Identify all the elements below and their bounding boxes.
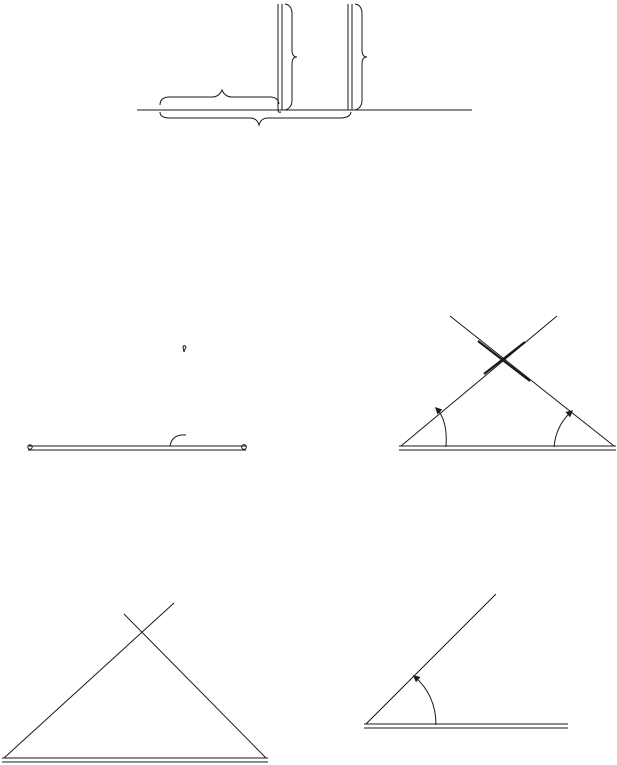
- brace-icon: [159, 111, 352, 127]
- vertical-segment-short: [277, 4, 283, 113]
- crossing-mark: [483, 341, 526, 375]
- base-line: [399, 445, 616, 451]
- angle-ray: [365, 593, 497, 725]
- left-ray: [400, 315, 558, 447]
- vertical-segment-long: [347, 4, 353, 110]
- base-line: [2, 757, 268, 763]
- angle-arc-icon: [553, 410, 574, 448]
- panel-single-angle: [364, 593, 568, 729]
- right-ray: [449, 315, 615, 447]
- ruler-end-right: [241, 444, 247, 450]
- crossing-mark: [477, 340, 531, 382]
- ruler-end-left: [27, 444, 33, 450]
- brace-icon: [284, 3, 298, 111]
- small-arc: [169, 434, 187, 447]
- brace-icon: [354, 3, 368, 111]
- angle-arc-icon: [435, 407, 447, 448]
- panel-triangle: [2, 602, 268, 763]
- brace-icon: [159, 88, 280, 106]
- angle-arc-icon: [412, 675, 437, 726]
- ruler-icon: [28, 445, 246, 451]
- base-line: [364, 723, 568, 729]
- panel-braced-segments: [137, 3, 472, 127]
- right-side: [123, 613, 267, 759]
- small-mark: [182, 345, 187, 353]
- panel-crossing-lines: [399, 315, 616, 451]
- panel-ruler-line: [27, 345, 247, 451]
- left-side: [3, 602, 175, 759]
